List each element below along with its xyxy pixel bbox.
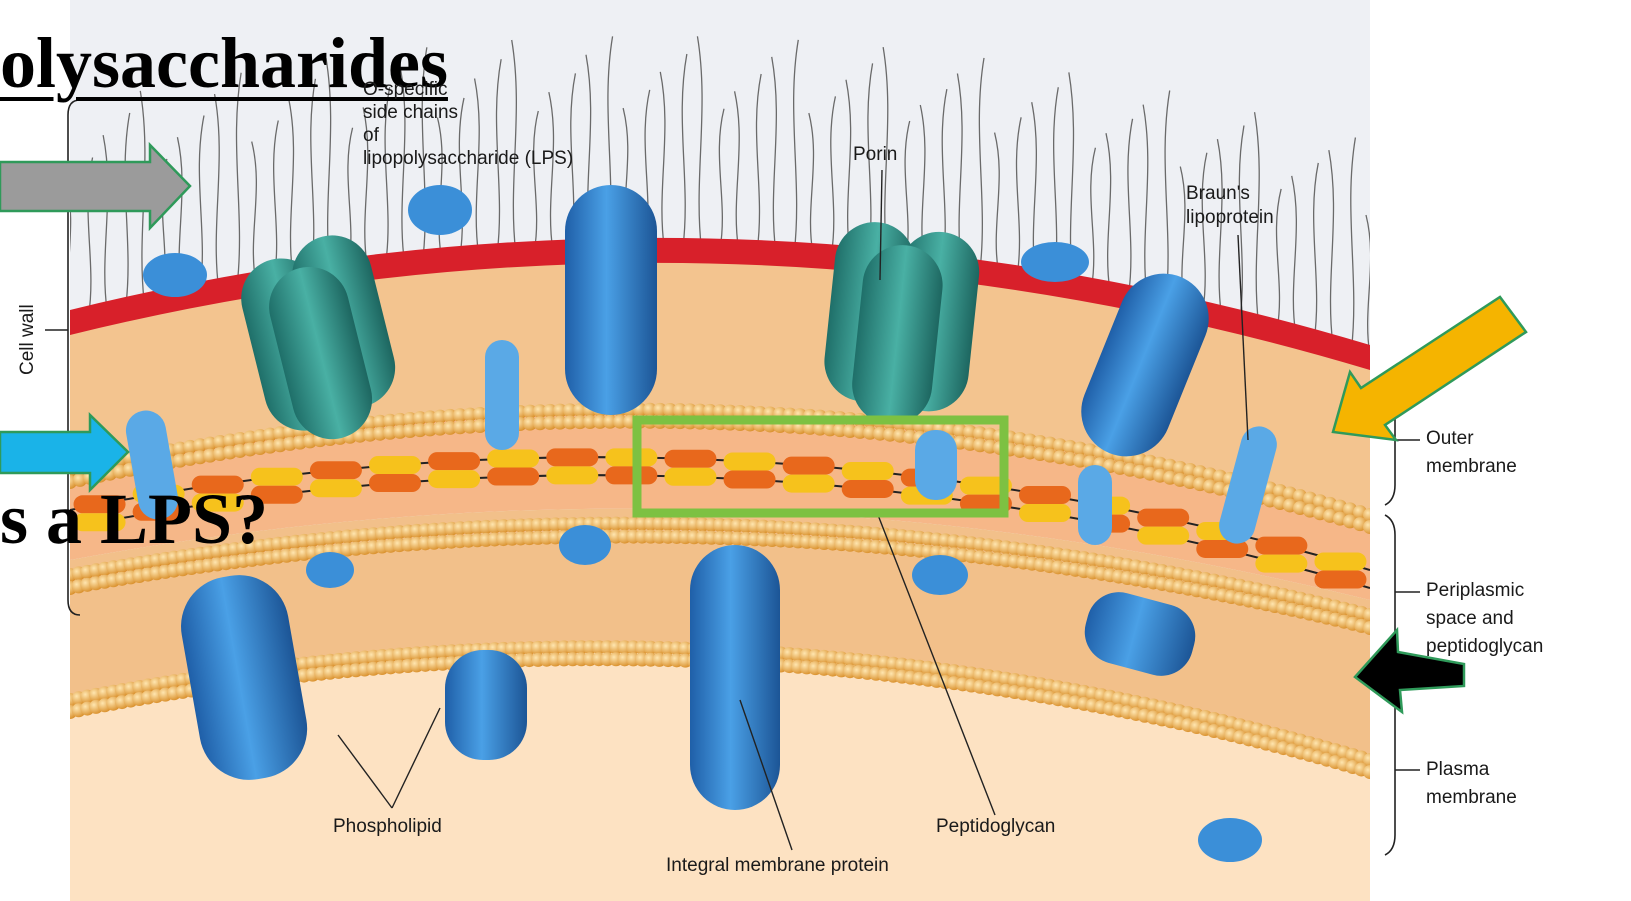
brauns-lipoprotein-label: Braun's lipoprotein xyxy=(1186,182,1274,230)
outer-membrane-label: Outer membrane xyxy=(1426,425,1517,481)
space-and-text: space and xyxy=(1426,605,1543,633)
figure-area xyxy=(63,0,1377,901)
lipoprotein-text: lipoprotein xyxy=(1186,206,1274,230)
o-specific-text: O-specific xyxy=(363,78,573,101)
side-chains-text: side chains xyxy=(363,101,573,124)
periplasmic-text: Periplasmic xyxy=(1426,577,1543,605)
plasma-text: Plasma xyxy=(1426,756,1517,784)
peptidoglycan-side-text: peptidoglycan xyxy=(1426,633,1543,661)
phospholipid-label: Phospholipid xyxy=(333,813,442,841)
lps-text: lipopolysaccharide (LPS) xyxy=(363,147,573,170)
periplasmic-label: Periplasmic space and peptidoglycan xyxy=(1426,577,1543,661)
peptidoglycan-label: Peptidoglycan xyxy=(936,813,1055,841)
porin-label: Porin xyxy=(853,141,897,169)
slide-question: s a LPS? xyxy=(0,478,268,561)
of-text: of xyxy=(363,124,573,147)
outer-membrane-text: membrane xyxy=(1426,453,1517,481)
cell-wall-label: Cell wall xyxy=(14,304,42,375)
right-brackets xyxy=(1385,375,1420,855)
lps-label: O-specific side chains of lipopolysaccha… xyxy=(363,78,573,170)
plasma-membrane-label: Plasma membrane xyxy=(1426,756,1517,812)
outer-text: Outer xyxy=(1426,425,1517,453)
plasma-membrane-text: membrane xyxy=(1426,784,1517,812)
brauns-text: Braun's xyxy=(1186,182,1274,206)
integral-membrane-protein-label: Integral membrane protein xyxy=(666,852,889,880)
